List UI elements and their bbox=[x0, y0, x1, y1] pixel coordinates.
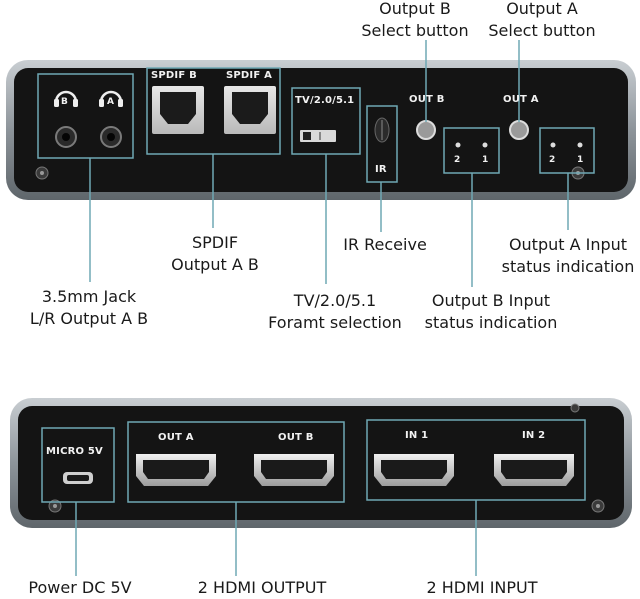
caption-line: Select button bbox=[361, 21, 469, 40]
ir-highlight-box bbox=[366, 105, 398, 183]
caption-line: status indication bbox=[424, 313, 558, 332]
spdif-a-label: SPDIF A bbox=[226, 70, 273, 81]
caption-power: Power DC 5V bbox=[28, 578, 132, 597]
micro-highlight-box bbox=[41, 427, 115, 503]
jack-b-label: B bbox=[61, 97, 68, 107]
bottom-callout-lines bbox=[75, 500, 477, 576]
caption-output-b-select: Output B Select button bbox=[352, 0, 478, 42]
led-icon bbox=[482, 142, 488, 148]
screw-icon bbox=[570, 403, 580, 413]
caption-spdif: SPDIF Output A B bbox=[150, 232, 280, 276]
headphone-a-cup bbox=[99, 99, 104, 107]
hdmi-in-1-label: IN 1 bbox=[405, 430, 429, 441]
led-2-a-label: 2 bbox=[549, 155, 556, 165]
ir-receiver bbox=[366, 105, 398, 183]
led-icon bbox=[577, 142, 583, 148]
hdmi-outputs bbox=[127, 421, 345, 503]
format-switch-label: TV/2.0/5.1 bbox=[295, 95, 355, 106]
micro-label: MICRO 5V bbox=[46, 446, 103, 457]
screw-center bbox=[53, 504, 57, 508]
format-slider-knob bbox=[303, 132, 311, 140]
led-icon bbox=[550, 142, 556, 148]
caption-line: SPDIF bbox=[191, 233, 239, 252]
led-1-b-label: 1 bbox=[482, 155, 489, 165]
spdif-ports bbox=[146, 67, 281, 155]
caption-line: TV/2.0/5.1 bbox=[293, 291, 377, 310]
jack-a-hole bbox=[107, 133, 115, 141]
ir-label: IR bbox=[375, 164, 387, 175]
out-a-label: OUT A bbox=[503, 94, 539, 105]
caption-hdmi-output: 2 HDMI OUTPUT bbox=[197, 578, 327, 597]
headphone-a-cup bbox=[118, 99, 123, 107]
caption-hdmi-input: 2 HDMI INPUT bbox=[426, 578, 538, 597]
spdif-a-opening bbox=[232, 92, 268, 124]
spdif-b-opening bbox=[160, 92, 196, 124]
output-a-button-icon bbox=[509, 120, 529, 140]
micro-usb-opening bbox=[67, 475, 89, 481]
hdmi-out-a-label: OUT A bbox=[158, 432, 194, 443]
caption-line: status indication bbox=[501, 257, 635, 276]
caption-output-b-status: Output B Input status indication bbox=[414, 290, 568, 334]
headphone-b-icon bbox=[54, 90, 78, 103]
jack-highlight-box bbox=[37, 73, 134, 159]
output-b-button-icon bbox=[416, 120, 436, 140]
caption-line: 3.5mm Jack bbox=[41, 287, 137, 306]
jack-b-hole bbox=[62, 133, 70, 141]
spdif-b-label: SPDIF B bbox=[151, 70, 197, 81]
hdmi-inputs bbox=[366, 419, 586, 501]
caption-format: TV/2.0/5.1 Foramt selection bbox=[258, 290, 412, 334]
hdmi-in-2-label: IN 2 bbox=[522, 430, 546, 441]
caption-line: Output A Input bbox=[508, 235, 628, 254]
hdmi-out-b-label: OUT B bbox=[278, 432, 314, 443]
caption-jack: 3.5mm Jack L/R Output A B bbox=[14, 286, 164, 330]
jack-a-label: A bbox=[107, 97, 114, 107]
output-a-led-box bbox=[539, 127, 595, 174]
led-2-b-label: 2 bbox=[454, 155, 461, 165]
caption-line: Output A B bbox=[171, 255, 259, 274]
caption-ir-receive: IR Receive bbox=[343, 235, 427, 254]
screw-center bbox=[40, 171, 44, 175]
out-b-label: OUT B bbox=[409, 94, 445, 105]
headphone-a-icon bbox=[99, 90, 123, 103]
caption-output-a-select: Output A Select button bbox=[478, 0, 606, 42]
hdmi-in-1-opening bbox=[381, 460, 447, 479]
caption-line: Output B bbox=[379, 0, 451, 18]
headphone-jacks bbox=[37, 73, 134, 159]
hdmi-out-a-opening bbox=[143, 460, 209, 479]
led-icon bbox=[455, 142, 461, 148]
screw-center bbox=[596, 504, 600, 508]
caption-output-a-status: Output A Input status indication bbox=[498, 234, 638, 278]
caption-line: Foramt selection bbox=[268, 313, 402, 332]
headphone-b-cup bbox=[54, 99, 59, 107]
hdmi-out-b-opening bbox=[261, 460, 327, 479]
caption-line: Output A bbox=[506, 0, 578, 18]
headphone-b-cup bbox=[73, 99, 78, 107]
micro-usb bbox=[41, 427, 115, 503]
led-1-a-label: 1 bbox=[577, 155, 584, 165]
caption-line: Output B Input bbox=[431, 291, 551, 310]
top-callout-lines bbox=[89, 40, 569, 287]
hdmi-in-2-opening bbox=[501, 460, 567, 479]
caption-line: L/R Output A B bbox=[29, 309, 149, 328]
caption-line: Select button bbox=[488, 21, 596, 40]
